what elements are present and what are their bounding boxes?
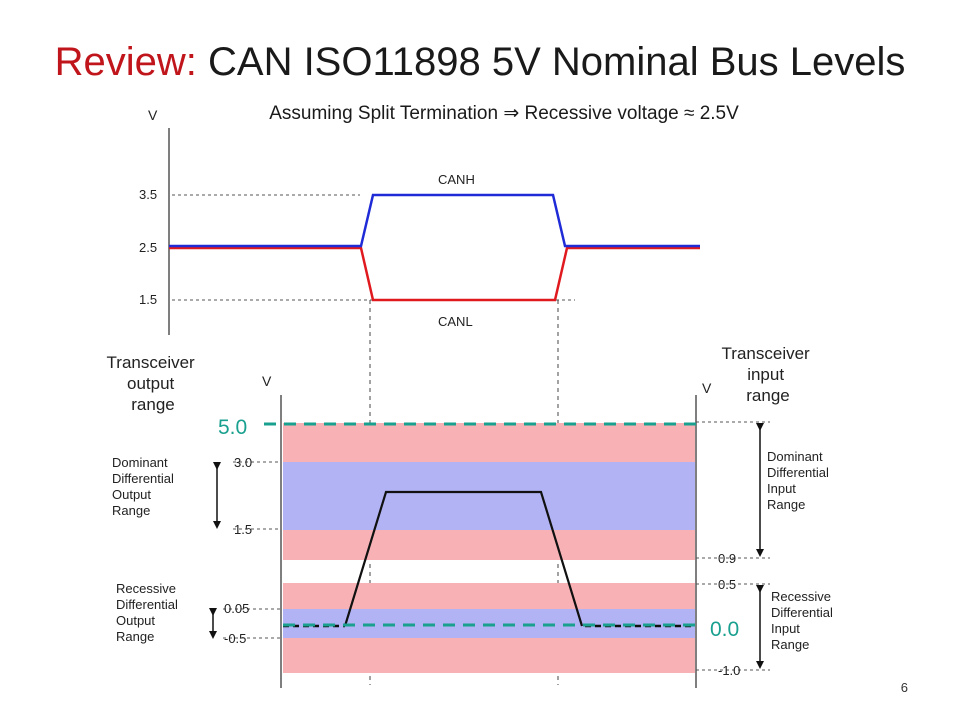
band-pink-top — [283, 423, 695, 462]
bottom-left-axis-label: V — [262, 373, 272, 389]
bottom-right-axis-label: V — [702, 380, 712, 396]
input-range-header: Transceiver input range — [722, 344, 815, 405]
subtitle-before: Assuming Split Termination — [269, 103, 504, 124]
top-axis-label: V — [148, 107, 158, 123]
band-pink-bottom — [283, 638, 695, 673]
top-tick-1-5: 1.5 — [139, 292, 157, 307]
page-number: 6 — [900, 680, 908, 695]
title-prefix: Review: — [54, 40, 197, 84]
left-tick-0-05: 0.05 — [224, 601, 249, 616]
title-main: CAN ISO11898 5V Nominal Bus Levels — [208, 40, 906, 84]
dominant-input-label: Dominant Differential Input Range — [767, 449, 833, 512]
band-blue-dominant — [283, 462, 695, 530]
marker-label-0-0: 0.0 — [710, 618, 739, 641]
canl-label: CANL — [438, 314, 473, 329]
band-pink-lower — [283, 583, 695, 609]
left-tick-neg-0-5: -0.5 — [224, 631, 246, 646]
subtitle-after: Recessive voltage ≈ 2.5V — [519, 103, 739, 124]
recessive-output-label: Recessive Differential Output Range — [116, 581, 182, 644]
differential-signal — [343, 490, 584, 627]
output-range-header: Transceiver output range — [107, 353, 200, 414]
band-pink-mid — [283, 530, 695, 560]
right-tick-0-5: 0.5 — [718, 577, 736, 592]
right-tick-neg-1-0: -1.0 — [718, 663, 740, 678]
marker-label-5-0: 5.0 — [218, 416, 247, 439]
top-tick-3-5: 3.5 — [139, 187, 157, 202]
implies-arrow-icon: ⇒ — [503, 103, 520, 124]
bottom-chart: V V Transceiver output range Transceiver… — [107, 344, 837, 688]
recessive-input-label: Recessive Differential Input Range — [771, 589, 837, 652]
dominant-output-label: Dominant Differential Output Range — [112, 455, 178, 518]
top-tick-2-5: 2.5 — [139, 240, 157, 255]
top-chart: V 3.5 2.5 1.5 CANH CANL — [139, 107, 700, 335]
slide-title: Review: CAN ISO11898 5V Nominal Bus Leve… — [0, 36, 960, 88]
left-tick-3-0: 3.0 — [234, 455, 252, 470]
right-tick-0-9: 0.9 — [718, 551, 736, 566]
left-tick-1-5: 1.5 — [234, 522, 252, 537]
canh-waveform — [169, 193, 700, 248]
canh-label: CANH — [438, 172, 475, 187]
canl-waveform — [169, 246, 700, 302]
subtitle: Assuming Split Termination ⇒ Recessive v… — [0, 101, 960, 127]
